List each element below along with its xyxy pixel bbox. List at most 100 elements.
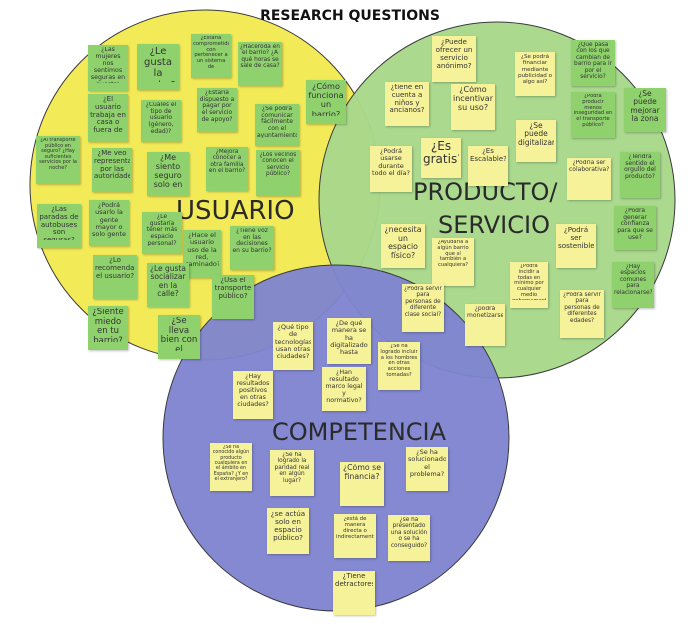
sticky-note-p21[interactable]: ¿podrá monetizarse?: [465, 304, 505, 346]
sticky-note-text: ¿se actúa solo en espacio público?: [270, 510, 306, 543]
vote-dots: [574, 130, 590, 136]
vote-dots: [325, 403, 349, 409]
sticky-note-p16[interactable]: ¿Ayudaría a algún barrio que sí también …: [432, 238, 474, 286]
sticky-note-text: ¿Podrá servir para personas de diferente…: [563, 292, 601, 324]
sticky-note-u17[interactable]: ¿Le gustaría tener más espacio personal?: [142, 212, 182, 254]
sticky-note-u2[interactable]: ¿Le gusta la noche?: [137, 44, 179, 90]
sticky-note-u24[interactable]: ¿Se lleva bien con el vecino?: [158, 315, 200, 359]
sticky-note-text: ¿Podrá usarse durante todo el día?: [372, 148, 410, 177]
sticky-note-p5[interactable]: ¿Cómo incentivar su uso?: [451, 84, 495, 130]
sticky-note-text: ¿Estaría dispuesto a pagar por el servic…: [199, 90, 235, 123]
sticky-note-text: ¿Se ha logrado la paridad real en algún …: [274, 452, 310, 484]
sticky-note-text: ¿De qué manera se ha digitalizado hasta …: [330, 320, 368, 356]
sticky-note-p15[interactable]: ¿necesita un espacio físico?: [381, 224, 425, 268]
sticky-note-text: ¿Tiene detractores?: [335, 573, 373, 588]
sticky-note-c3[interactable]: ¿Se ha logrado incluir a los hombres en …: [378, 342, 420, 390]
sticky-note-p22[interactable]: ¿Podrá servir para personas de diferente…: [560, 290, 604, 338]
sticky-note-text: ¿Ayudaría a algún barrio que sí también …: [437, 240, 469, 269]
sticky-note-c12[interactable]: ¿se ha presentado una solución o se ha c…: [388, 515, 430, 561]
sticky-note-p17[interactable]: ¿Podrá incidir a todas en mínimo por cua…: [510, 262, 548, 308]
sticky-note-c8[interactable]: ¿Cómo se financia?: [340, 462, 384, 506]
sticky-note-p14[interactable]: ¿Podrá generar confianza para que se use…: [614, 206, 656, 250]
sticky-note-p19[interactable]: ¿Hay espacios comunes para relacionarse?: [612, 262, 654, 308]
sticky-note-text: ¿Qué tipo de tecnologías usan otras ciud…: [275, 324, 311, 361]
sticky-note-p8[interactable]: ¿Se puede digitalizar?: [516, 120, 556, 162]
vote-dots: [276, 362, 300, 368]
vote-dots: [40, 240, 64, 246]
sticky-note-u10[interactable]: ¿Al transporte público en seguro? ¿Hay s…: [36, 136, 80, 184]
sticky-note-u12[interactable]: ¿Me siento seguro solo en la calle?: [147, 152, 189, 196]
vote-dots: [574, 78, 590, 84]
sticky-note-u20[interactable]: ¿Lo recomendaría el usuario?: [93, 255, 137, 299]
vote-dots: [309, 116, 317, 122]
sticky-note-p6[interactable]: ¿Podrá producir menos inseguridad en el …: [571, 92, 615, 138]
sticky-note-p7[interactable]: ¿Se puede mejorar la zona en la que vivo…: [624, 88, 666, 132]
sticky-note-u5[interactable]: ¿El usuario trabaja en casa o fuera de e…: [88, 94, 128, 142]
sticky-note-p9[interactable]: ¿Podrá usarse durante todo el día?: [370, 146, 412, 192]
sticky-note-c7[interactable]: ¿Se ha logrado la paridad real en algún …: [270, 450, 314, 496]
sticky-note-text: ¿Cómo funciona un barrio?: [308, 82, 344, 116]
sticky-note-c5[interactable]: ¿Han resultado marco legal y normativo?: [322, 367, 366, 411]
sticky-note-c2[interactable]: ¿De qué manera se ha digitalizado hasta …: [327, 318, 371, 364]
vote-dots: [409, 483, 433, 489]
sticky-note-p2[interactable]: ¿Se podrá financiar mediante publicidad …: [515, 52, 555, 96]
sticky-note-u9[interactable]: ¿Se podrá comunicar fácilmente con el ay…: [255, 104, 299, 146]
sticky-note-text: ¿Se ha solucionado el problema?: [408, 449, 446, 478]
sticky-note-text: ¿Se lleva bien con el vecino?: [160, 317, 198, 351]
sticky-note-text: ¿Puede ofrecer un servicio anónimo?: [435, 38, 473, 71]
vote-dots: [391, 553, 415, 559]
sticky-note-u3[interactable]: ¿Estaría comprometido con pertenecer a u…: [191, 34, 231, 78]
sticky-note-p4[interactable]: ¿tiene en cuenta a niños y ancianos?: [385, 82, 429, 126]
sticky-note-p20[interactable]: ¿Podrá servir para personas de diferente…: [402, 284, 444, 332]
sticky-note-p11[interactable]: ¿Es Escalable?: [468, 146, 508, 186]
sticky-note-c13[interactable]: ¿Tiene detractores?: [333, 571, 375, 615]
sticky-note-text: ¿Hay resultados positivos en otras ciuda…: [236, 373, 270, 409]
sticky-note-u14[interactable]: ¿Los vecinos conocen el servicio público…: [256, 150, 300, 196]
vote-dots: [617, 242, 633, 248]
vote-dots: [233, 262, 241, 268]
sticky-note-u22[interactable]: ¿Usa el transporte público?: [212, 275, 254, 319]
sticky-note-c9[interactable]: ¿Se ha solucionado el problema?: [406, 447, 448, 491]
sticky-note-text: ¿Siente miedo en tu barrio?: [92, 308, 124, 342]
sticky-note-u19[interactable]: ¿Tiene voz en las decisiones en su barri…: [230, 226, 274, 270]
sticky-note-p18[interactable]: ¿Podrá ser sostenible?: [556, 224, 596, 268]
vote-dots: [236, 411, 260, 417]
sticky-note-text: ¿Estaría comprometido con pertenecer a u…: [193, 36, 229, 70]
producto-label-line2: SERVICIO: [438, 211, 550, 239]
sticky-note-text: ¿Me siento seguro solo en la calle?: [153, 154, 183, 188]
sticky-note-u16[interactable]: ¿Podrá usarlo la gente mayor o solo gent…: [89, 200, 129, 246]
sticky-note-u21[interactable]: ¿Le gusta socializar en la calle?: [147, 263, 189, 307]
vote-dots: [373, 184, 381, 190]
sticky-note-text: ¿Usa el transporte público?: [214, 277, 252, 300]
sticky-note-c4[interactable]: ¿Hay resultados positivos en otras ciuda…: [233, 371, 273, 419]
sticky-note-u23[interactable]: ¿Siente miedo en tu barrio?: [88, 306, 128, 350]
sticky-note-u13[interactable]: ¿Mejora conocer a otra familia en el bar…: [206, 147, 248, 191]
sticky-note-p13[interactable]: ¿Tendrá sentido el orgullo del producto?: [620, 152, 660, 198]
vote-dots: [336, 607, 360, 613]
usuario-label: USUARIO: [176, 196, 295, 226]
sticky-note-u11[interactable]: ¿Me veo representado por las autoridades…: [92, 148, 132, 192]
sticky-note-u4[interactable]: ¿Haceroda en el barrio? ¿A qué horas se …: [238, 42, 282, 86]
sticky-note-c6[interactable]: ¿Se ha conocido algún producto cualquier…: [210, 443, 252, 491]
sticky-note-text: ¿Los vecinos conocen el servicio público…: [259, 152, 297, 178]
sticky-note-text: ¿Se puede digitalizar?: [518, 122, 554, 147]
sticky-note-u1[interactable]: ¿Las mujeres nos sentimos seguras en nue…: [88, 45, 128, 91]
sticky-note-u6[interactable]: ¿Cuáles el tipo de usuario (género, edad…: [141, 100, 181, 142]
sticky-note-c11[interactable]: ¿está de manera directa o indirectamente…: [334, 514, 376, 558]
sticky-note-p12[interactable]: ¿Podría ser colaborativa?: [567, 158, 611, 200]
sticky-note-p1[interactable]: ¿Puede ofrecer un servicio anónimo?: [432, 36, 476, 82]
sticky-note-p3[interactable]: ¿Qué pasa con los que cambian de barrio …: [571, 40, 615, 86]
sticky-note-u18[interactable]: ¿Hace el usuario uso de la red, caminado…: [183, 230, 221, 278]
sticky-note-text: ¿necesita un espacio físico?: [384, 226, 422, 260]
vote-dots: [615, 300, 631, 306]
sticky-note-text: ¿Hace el usuario uso de la red, caminado…: [185, 232, 219, 269]
sticky-note-u8[interactable]: ¿Cómo funciona un barrio?: [306, 80, 346, 124]
sticky-note-text: ¿Podrá producir menos inseguridad en el …: [573, 94, 613, 129]
sticky-note-text: ¿Podría ser colaborativa?: [569, 160, 609, 173]
sticky-note-u7[interactable]: ¿Estaría dispuesto a pagar por el servic…: [197, 88, 237, 132]
sticky-note-p10[interactable]: ¿Es gratis?: [421, 138, 461, 178]
sticky-note-c1[interactable]: ¿Qué tipo de tecnologías usan otras ciud…: [273, 322, 313, 370]
vote-dots: [330, 356, 354, 362]
sticky-note-u15[interactable]: ¿Las paradas de autobuses son seguras?: [37, 204, 81, 248]
sticky-note-c10[interactable]: ¿se actúa solo en espacio público?: [267, 508, 309, 554]
